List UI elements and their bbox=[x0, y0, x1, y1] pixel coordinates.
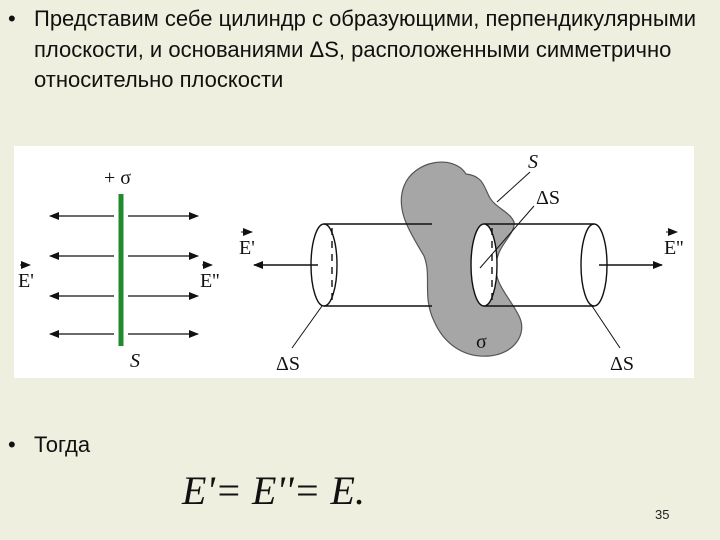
right-diagram: S ΔS E' E'' σ ΔS ΔS bbox=[239, 151, 683, 375]
cylinder-middle-section bbox=[470, 223, 498, 307]
ds-top-leader-line bbox=[479, 205, 535, 269]
sigma-label: σ bbox=[476, 331, 487, 353]
e-double-prime-left-label: E'' bbox=[200, 261, 219, 292]
bullet-marker: • bbox=[8, 432, 16, 457]
bullet-item-then: • Тогда bbox=[8, 430, 90, 461]
svg-text:E'': E'' bbox=[664, 237, 683, 259]
ds-right-leader-line bbox=[591, 305, 621, 349]
left-diagram: + σ E' E'' S bbox=[18, 167, 219, 372]
svg-text:E': E' bbox=[18, 270, 34, 292]
bullet-item-cylinder: • Представим себе цилиндр с образующими,… bbox=[8, 4, 708, 96]
svg-text:E': E' bbox=[239, 237, 255, 259]
field-diagram: + σ E' E'' S bbox=[18, 151, 683, 375]
figure-panel: + σ E' E'' S bbox=[14, 146, 694, 378]
e-prime-right-label: E' bbox=[239, 228, 255, 259]
ds-bottom-right-label: ΔS bbox=[610, 353, 634, 375]
bullet-marker: • bbox=[8, 6, 16, 31]
ds-top-label: ΔS bbox=[536, 187, 560, 209]
bullet-text: Представим себе цилиндр с образующими, п… bbox=[34, 6, 697, 92]
bullet-text: Тогда bbox=[34, 432, 91, 457]
charged-sheet bbox=[400, 161, 523, 357]
s-leader-line bbox=[496, 171, 531, 203]
field-arrows bbox=[49, 212, 199, 338]
e-double-prime-right-label: E'' bbox=[664, 228, 683, 259]
plus-sigma-label: + σ bbox=[104, 167, 131, 189]
s-plane-label: S bbox=[130, 350, 140, 372]
svg-text:E'': E'' bbox=[200, 270, 219, 292]
page-number: 35 bbox=[655, 507, 670, 522]
e-prime-left-label: E' bbox=[18, 261, 34, 292]
ds-bottom-left-label: ΔS bbox=[276, 353, 300, 375]
s-sheet-label: S bbox=[528, 151, 538, 173]
ds-left-leader-line bbox=[291, 305, 323, 349]
field-equality-formula: E'= E''= E. bbox=[182, 468, 365, 513]
